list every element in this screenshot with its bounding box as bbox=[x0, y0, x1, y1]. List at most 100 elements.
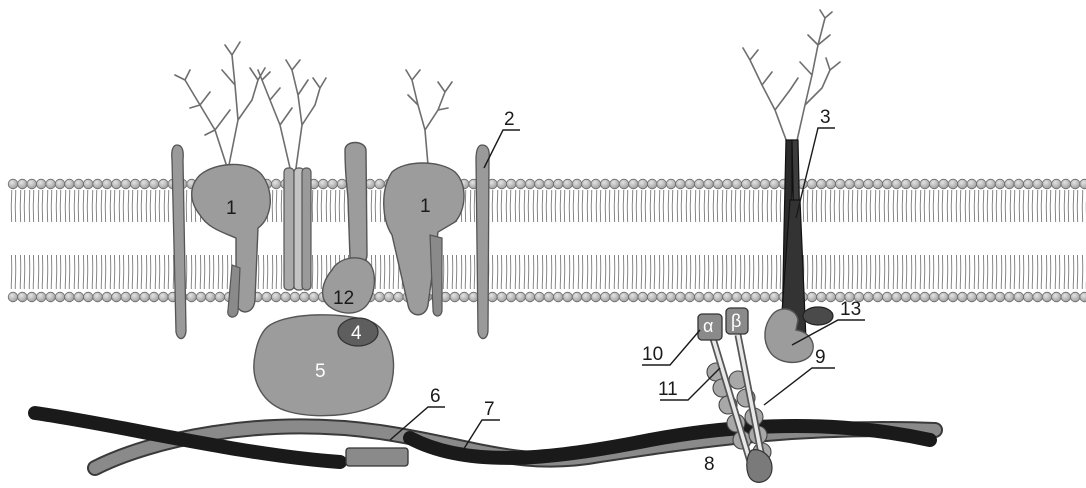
lipid-head bbox=[300, 292, 310, 302]
lipid-head bbox=[939, 179, 949, 189]
lipid-head bbox=[18, 292, 28, 302]
lipid-head bbox=[450, 292, 460, 302]
lipid-head bbox=[1014, 179, 1024, 189]
lipid-head bbox=[911, 179, 921, 189]
lipid-head bbox=[1023, 292, 1033, 302]
lipid-head bbox=[807, 179, 817, 189]
lipid-head bbox=[563, 179, 573, 189]
lipid-head bbox=[986, 292, 996, 302]
lipid-head bbox=[262, 292, 272, 302]
lipid-head bbox=[83, 179, 93, 189]
lipid-head bbox=[920, 179, 930, 189]
lipid-head bbox=[610, 292, 620, 302]
lipid-head bbox=[1023, 179, 1033, 189]
lipid-head bbox=[149, 179, 159, 189]
lipid-head bbox=[929, 292, 939, 302]
lipid-head bbox=[196, 292, 206, 302]
lipid-head bbox=[36, 292, 46, 302]
lipid-head bbox=[27, 292, 37, 302]
lipid-head bbox=[591, 179, 601, 189]
lipid-head bbox=[882, 179, 892, 189]
lipid-head bbox=[130, 179, 140, 189]
lipid-bilayer bbox=[8, 179, 1086, 302]
lipid-head bbox=[901, 179, 911, 189]
lipid-head bbox=[516, 179, 526, 189]
lipid-head bbox=[911, 292, 921, 302]
lipid-head bbox=[713, 292, 723, 302]
lipid-head bbox=[713, 179, 723, 189]
lipid-head bbox=[723, 179, 733, 189]
lipid-head bbox=[1005, 179, 1015, 189]
lipid-head bbox=[102, 292, 112, 302]
lipid-head bbox=[55, 292, 65, 302]
lipid-head bbox=[572, 179, 582, 189]
lipid-head bbox=[1061, 179, 1071, 189]
lipid-head bbox=[459, 292, 469, 302]
lipid-head bbox=[65, 292, 75, 302]
label-10: 10 bbox=[642, 344, 663, 365]
lipid-head bbox=[497, 292, 507, 302]
lipid-head bbox=[102, 179, 112, 189]
lipid-head bbox=[826, 179, 836, 189]
lipid-head bbox=[309, 292, 319, 302]
lipid-head bbox=[394, 292, 404, 302]
glycan-chains bbox=[175, 10, 840, 170]
lipid-head bbox=[704, 292, 714, 302]
lipid-head bbox=[704, 179, 714, 189]
label-1-right: 1 bbox=[420, 196, 431, 217]
lipid-head bbox=[271, 179, 281, 189]
lipid-head bbox=[93, 292, 103, 302]
lipid-head bbox=[619, 179, 629, 189]
lipid-head bbox=[958, 179, 968, 189]
lipid-head bbox=[83, 292, 93, 302]
lipid-head bbox=[271, 292, 281, 302]
lipid-head bbox=[685, 179, 695, 189]
alpha-label: α bbox=[703, 316, 713, 336]
lipid-head bbox=[36, 179, 46, 189]
lipid-head bbox=[27, 179, 37, 189]
filament-dark-right bbox=[410, 426, 930, 458]
lipid-head bbox=[610, 179, 620, 189]
lipid-head bbox=[582, 292, 592, 302]
lipid-head bbox=[46, 292, 56, 302]
label-8: 8 bbox=[704, 454, 715, 475]
lipid-head bbox=[751, 292, 761, 302]
lipid-head bbox=[995, 292, 1005, 302]
lipid-head bbox=[676, 179, 686, 189]
lipid-head bbox=[873, 179, 883, 189]
lipid-head bbox=[159, 179, 169, 189]
lipid-head bbox=[892, 292, 902, 302]
lipid-head bbox=[629, 179, 639, 189]
lipid-head bbox=[1080, 292, 1086, 302]
label-6: 6 bbox=[430, 386, 441, 407]
lipid-head bbox=[732, 179, 742, 189]
lipid-head bbox=[817, 179, 827, 189]
lipid-head bbox=[976, 292, 986, 302]
label-5: 5 bbox=[315, 361, 326, 382]
lipid-head bbox=[657, 292, 667, 302]
lipid-head bbox=[817, 292, 827, 302]
channel-rods bbox=[284, 168, 311, 290]
outer-leaflet-heads bbox=[8, 179, 1086, 189]
lipid-head bbox=[159, 292, 169, 302]
label-11: 11 bbox=[658, 379, 678, 400]
lipid-head bbox=[760, 292, 770, 302]
lipid-head bbox=[121, 179, 131, 189]
lipid-head bbox=[647, 179, 657, 189]
beta-label: β bbox=[731, 311, 741, 331]
lipid-head bbox=[1042, 179, 1052, 189]
lipid-head bbox=[666, 179, 676, 189]
lipid-head bbox=[666, 292, 676, 302]
transmembrane-protein-2-right bbox=[476, 145, 489, 339]
lipid-head bbox=[572, 292, 582, 302]
lipid-head bbox=[1033, 179, 1043, 189]
lipid-head bbox=[187, 292, 197, 302]
lipid-head bbox=[939, 292, 949, 302]
lipid-head bbox=[46, 179, 56, 189]
lipid-head bbox=[929, 179, 939, 189]
lipid-head bbox=[920, 292, 930, 302]
lipid-head bbox=[525, 179, 535, 189]
lipid-head bbox=[582, 179, 592, 189]
lipid-head bbox=[835, 179, 845, 189]
lipid-head bbox=[65, 179, 75, 189]
